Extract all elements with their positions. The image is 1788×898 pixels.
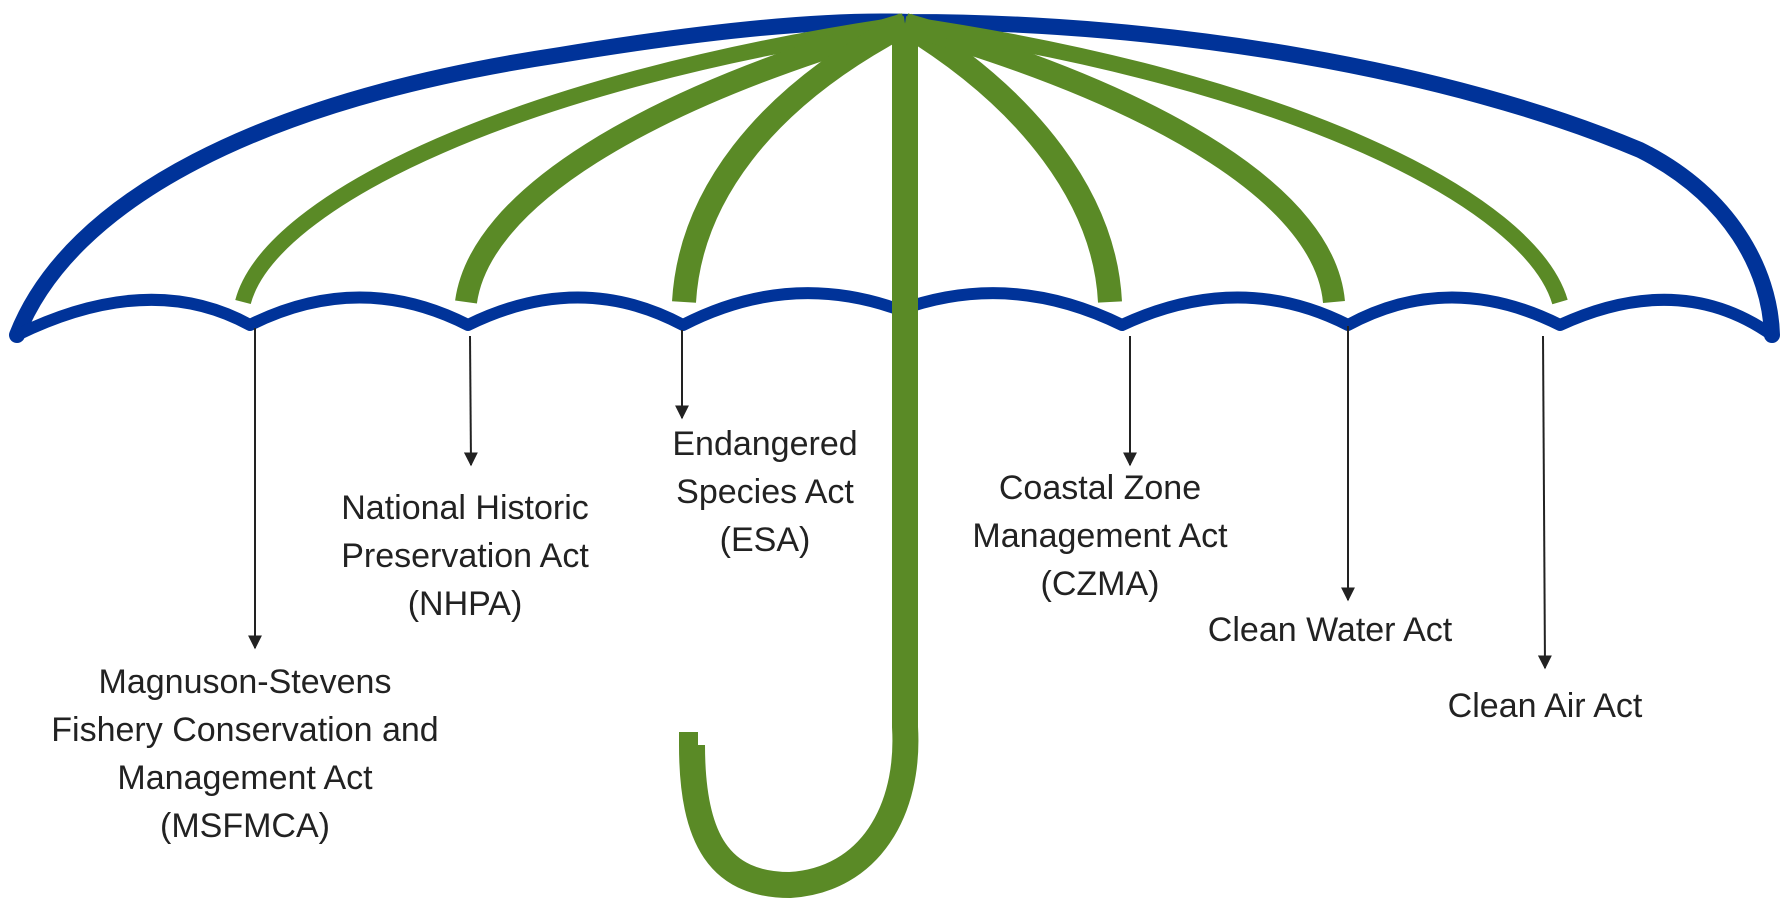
umbrella-shaft: [678, 24, 919, 898]
label-msfmca-line-2: Fishery Conservation and: [51, 711, 439, 749]
label-czma-line-3: (CZMA): [1040, 565, 1160, 603]
label-nhpa-line-1: National Historic: [341, 489, 589, 527]
label-esa-line-1: Endangered: [672, 425, 858, 463]
label-nhpa-line-2: Preservation Act: [341, 537, 589, 575]
label-esa-line-3: (ESA): [719, 521, 811, 559]
label-msfmca-line-4: (MSFMCA): [160, 807, 330, 845]
label-czma-line-1: Coastal Zone: [998, 469, 1202, 507]
label-nhpa: National Historic Preservation Act (NHPA…: [305, 484, 625, 628]
label-czma: Coastal Zone Management Act (CZMA): [930, 464, 1270, 608]
label-msfmca-line-3: Management Act: [117, 759, 373, 797]
arrow-caa: [1537, 335, 1552, 670]
label-msfmca: Magnuson-Stevens Fishery Conservation an…: [0, 658, 490, 850]
label-caa-line-1: Clean Air Act: [1447, 687, 1643, 725]
arrow-nhpa: [463, 335, 478, 467]
label-esa: Endangered Species Act (ESA): [640, 420, 890, 564]
rib-4: [898, 13, 1122, 303]
label-arrows: [248, 326, 1552, 670]
rib-3: [672, 13, 911, 303]
rib-6: [903, 16, 1568, 305]
rib-2: [455, 13, 909, 304]
label-cwa: Clean Water Act: [1170, 606, 1490, 654]
rib-1: [235, 16, 907, 305]
rib-5: [901, 13, 1345, 304]
label-esa-line-2: Species Act: [676, 473, 854, 511]
label-cwa-line-1: Clean Water Act: [1207, 611, 1453, 649]
label-czma-line-2: Management Act: [972, 517, 1228, 555]
label-caa: Clean Air Act: [1395, 682, 1695, 730]
umbrella-ribs: [235, 13, 1568, 305]
label-msfmca-line-1: Magnuson-Stevens: [98, 663, 392, 701]
label-nhpa-line-3: (NHPA): [407, 585, 523, 623]
